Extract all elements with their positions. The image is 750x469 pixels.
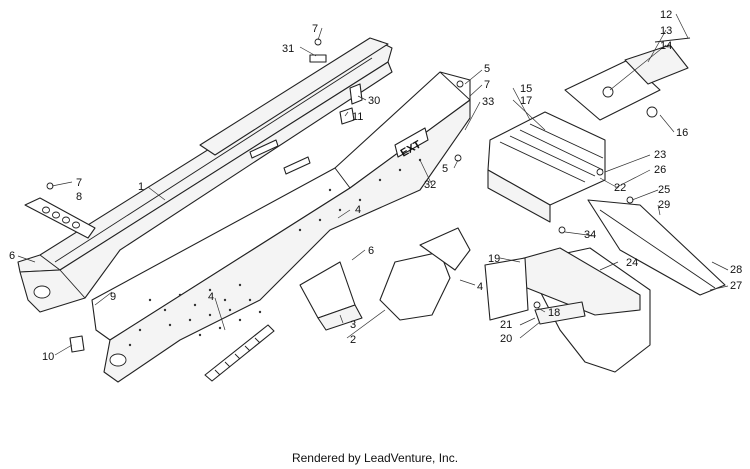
callout-8: 8	[76, 191, 82, 203]
leader-lines	[17, 13, 729, 356]
callout-4: 4	[355, 204, 361, 216]
hole-pattern	[128, 158, 422, 347]
callout-10: 10	[42, 351, 54, 363]
callout-27: 27	[730, 280, 742, 292]
callout-28: 28	[730, 264, 742, 276]
callout-29: 29	[658, 199, 670, 211]
callout-6: 6	[9, 250, 15, 262]
spring-strip	[204, 324, 275, 382]
callout-32: 32	[424, 179, 436, 191]
front-bracket	[24, 197, 96, 239]
callout-1: 1	[138, 181, 144, 193]
callout-24: 24	[626, 257, 638, 269]
callout-2: 2	[350, 334, 356, 346]
callout-13: 13	[660, 25, 672, 37]
snowflap	[587, 199, 726, 296]
callout-19: 19	[488, 253, 500, 265]
taillight	[564, 37, 691, 121]
callout-7: 7	[484, 79, 490, 91]
callout-9: 9	[110, 291, 116, 303]
callout-7: 7	[312, 23, 318, 35]
callout-26: 26	[654, 164, 666, 176]
callout-6: 6	[368, 245, 374, 257]
tunnel	[91, 71, 471, 383]
callout-20: 20	[500, 333, 512, 345]
callout-5: 5	[442, 163, 448, 175]
callout-5: 5	[484, 63, 490, 75]
callout-labels: 7 31 30 11 5 7 33 5 32 1 7 8 6 9 10 4 4 …	[9, 9, 742, 363]
callout-12: 12	[660, 9, 672, 21]
callout-23: 23	[654, 149, 666, 161]
seat-tray	[487, 111, 606, 223]
callout-22: 22	[614, 182, 626, 194]
callout-11: 11	[352, 111, 363, 123]
callout-33: 33	[482, 96, 494, 108]
callout-4: 4	[477, 281, 483, 293]
hardware	[46, 38, 634, 353]
callout-31: 31	[282, 43, 294, 55]
callout-18: 18	[548, 307, 560, 319]
rear-bumper	[484, 247, 651, 373]
callout-15: 15	[520, 83, 532, 95]
footer-credit: Rendered by LeadVenture, Inc.	[291, 451, 459, 465]
bracket-3	[299, 261, 363, 331]
callout-21: 21	[500, 319, 512, 331]
callout-17: 17	[520, 95, 532, 107]
callout-30: 30	[368, 95, 380, 107]
top-rail	[199, 37, 389, 175]
callout-34: 34	[584, 229, 596, 241]
callout-14: 14	[660, 40, 672, 52]
callout-4: 4	[208, 291, 214, 303]
callout-25: 25	[658, 184, 670, 196]
bracket-2	[379, 227, 471, 321]
callout-3: 3	[350, 319, 356, 331]
callout-16: 16	[676, 127, 688, 139]
callout-7: 7	[76, 177, 82, 189]
